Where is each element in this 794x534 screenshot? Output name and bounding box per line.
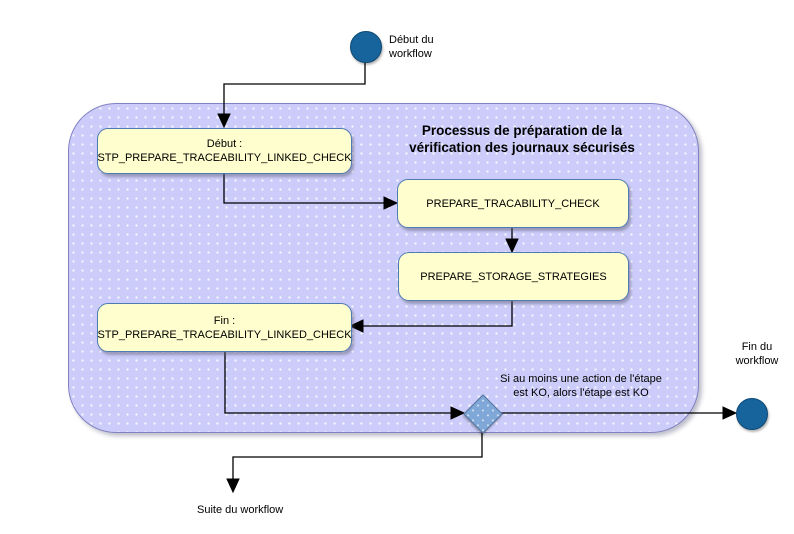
activity-prepare-tracability-check-name: PREPARE_TRACABILITY_CHECK: [426, 197, 600, 210]
activity-prepare-storage-strategies: PREPARE_STORAGE_STRATEGIES: [398, 252, 629, 301]
end-node: [736, 398, 768, 430]
edge-decision-to-continue: [226, 431, 483, 494]
process-title: Processus de préparation de la vérificat…: [409, 123, 635, 155]
activity-step-end-name: STP_PREPARE_TRACEABILITY_LINKED_CHECK: [97, 328, 352, 341]
end-node-label: Fin du workflow: [735, 341, 779, 367]
activity-prepare-tracability-check: PREPARE_TRACABILITY_CHECK: [397, 179, 629, 228]
activity-step-end: Fin : STP_PREPARE_TRACEABILITY_LINKED_CH…: [97, 303, 352, 352]
activity-prepare-storage-strategies-name: PREPARE_STORAGE_STRATEGIES: [420, 270, 607, 283]
decision-note: Si au moins une action de l'étape est KO…: [500, 373, 662, 399]
activity-step-begin: Début : STP_PREPARE_TRACEABILITY_LINKED_…: [97, 128, 352, 174]
start-node-label: Début du workflow: [389, 34, 434, 60]
start-node: [350, 31, 382, 63]
activity-step-begin-name: STP_PREPARE_TRACEABILITY_LINKED_CHECK: [97, 152, 352, 164]
activity-step-begin-prefix: Début :: [206, 138, 243, 150]
activity-step-end-prefix: Fin :: [213, 314, 236, 327]
continue-label: Suite du workflow: [197, 504, 284, 516]
